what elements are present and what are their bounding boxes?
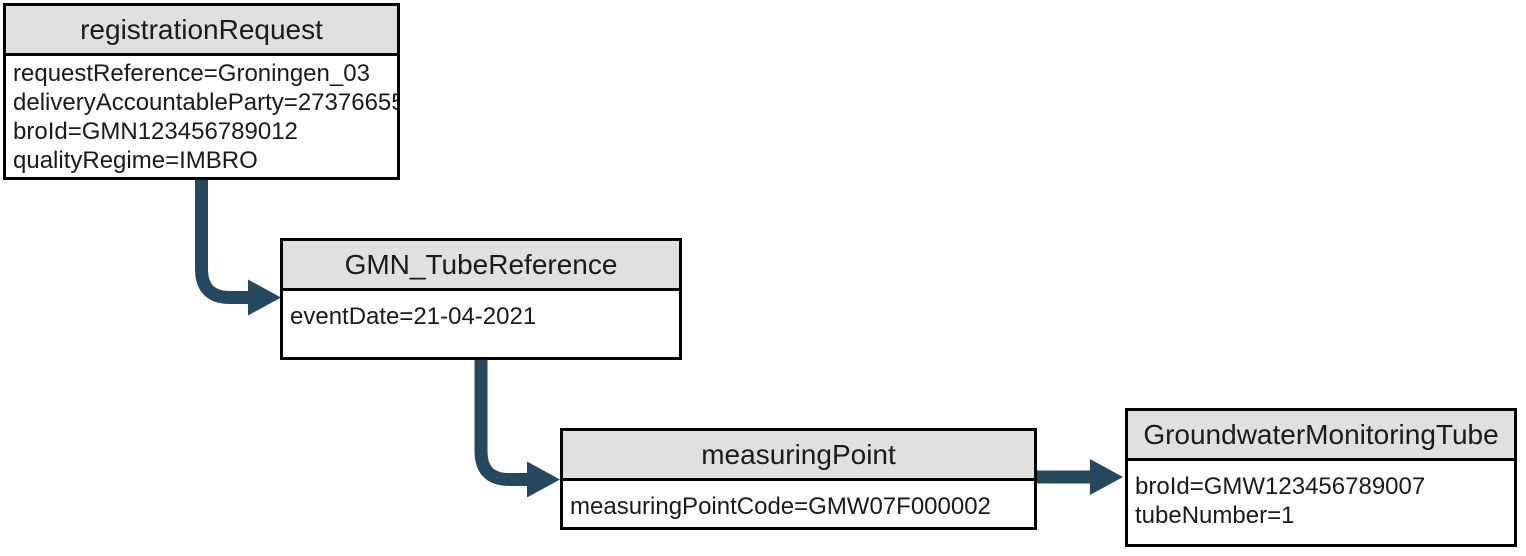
attribute-line: eventDate=21-04-2021 bbox=[290, 303, 537, 330]
attribute-line: measuringPointCode=GMW07F000002 bbox=[570, 493, 991, 520]
node-title: GMN_TubeReference bbox=[283, 241, 679, 291]
node-attributes: eventDate=21-04-2021 bbox=[283, 291, 679, 331]
attribute-line: broId=GMN123456789012 bbox=[13, 118, 298, 145]
node-attributes: requestReference=Groningen_03 deliveryAc… bbox=[6, 56, 397, 175]
attribute-line: requestReference=Groningen_03 bbox=[13, 60, 370, 87]
arrowhead-icon bbox=[527, 461, 560, 498]
node-title: registrationRequest bbox=[6, 6, 397, 56]
connector-registrationrequest-to-gmn-tubereference bbox=[195, 180, 281, 316]
node-attributes: measuringPointCode=GMW07F000002 bbox=[563, 481, 1034, 521]
node-registration-request: registrationRequest requestReference=Gro… bbox=[3, 3, 400, 180]
node-groundwater-monitoring-tube: GroundwaterMonitoringTube broId=GMW12345… bbox=[1125, 408, 1517, 547]
connector-gmn-tubereference-to-measuringpoint bbox=[474, 360, 560, 498]
node-measuring-point: measuringPoint measuringPointCode=GMW07F… bbox=[560, 428, 1037, 530]
attribute-line: deliveryAccountableParty=27376655 bbox=[13, 89, 397, 116]
arrowhead-icon bbox=[1090, 459, 1123, 495]
attribute-line: broId=GMW123456789007 bbox=[1135, 473, 1426, 500]
arrowhead-icon bbox=[248, 279, 281, 316]
node-attributes: broId=GMW123456789007 tubeNumber=1 bbox=[1128, 461, 1514, 530]
attribute-line: tubeNumber=1 bbox=[1135, 502, 1295, 529]
node-title: measuringPoint bbox=[563, 431, 1034, 481]
node-gmn-tube-reference: GMN_TubeReference eventDate=21-04-2021 bbox=[280, 238, 682, 360]
node-title: GroundwaterMonitoringTube bbox=[1128, 411, 1514, 461]
attribute-line: qualityRegime=IMBRO bbox=[13, 147, 258, 174]
connector-measuringpoint-to-groundwatermonitoringtube bbox=[1037, 459, 1123, 495]
